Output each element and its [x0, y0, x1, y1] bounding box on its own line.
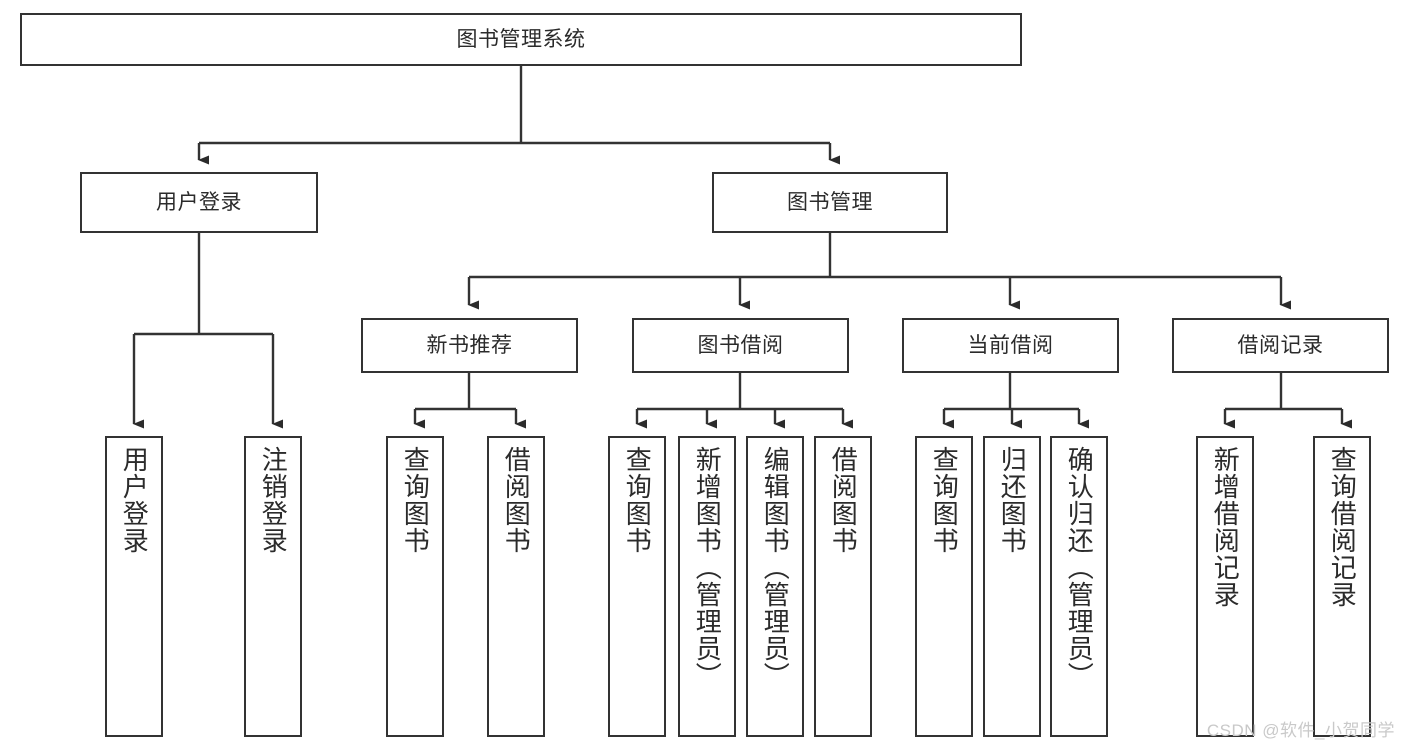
leaf-add-borrow-record-label: 新增借阅记录: [1210, 446, 1241, 608]
node-root[interactable]: 图书管理系统: [20, 13, 1022, 66]
leaf-query-book-recommend-label: 查询图书: [400, 446, 431, 554]
leaf-return-book[interactable]: 归还图书: [983, 436, 1041, 737]
leaf-borrow-book-recommend[interactable]: 借阅图书: [487, 436, 545, 737]
node-book-borrow[interactable]: 图书借阅: [632, 318, 849, 373]
node-borrow-record[interactable]: 借阅记录: [1172, 318, 1389, 373]
leaf-query-book-borrow-label: 查询图书: [622, 446, 653, 554]
leaf-add-book-admin[interactable]: 新增图书（管理员）: [678, 436, 736, 737]
leaf-add-borrow-record[interactable]: 新增借阅记录: [1196, 436, 1254, 737]
leaf-user-login-label: 用户登录: [119, 446, 150, 554]
node-user-login[interactable]: 用户登录: [80, 172, 318, 233]
node-book-management-label: 图书管理: [787, 190, 873, 214]
node-new-book-recommend-label: 新书推荐: [426, 333, 513, 357]
node-book-borrow-label: 图书借阅: [697, 333, 784, 357]
leaf-borrow-book-label: 借阅图书: [828, 446, 859, 554]
node-user-login-label: 用户登录: [156, 190, 242, 214]
leaf-query-book-current[interactable]: 查询图书: [915, 436, 973, 737]
leaf-edit-book-admin-label: 编辑图书（管理员）: [760, 446, 791, 689]
node-borrow-record-label: 借阅记录: [1237, 333, 1324, 357]
leaf-query-book-recommend[interactable]: 查询图书: [386, 436, 444, 737]
leaf-query-borrow-record[interactable]: 查询借阅记录: [1313, 436, 1371, 737]
node-current-borrow-label: 当前借阅: [967, 333, 1054, 357]
leaf-confirm-return-admin-label: 确认归还（管理员）: [1064, 446, 1095, 689]
leaf-logout[interactable]: 注销登录: [244, 436, 302, 737]
leaf-query-borrow-record-label: 查询借阅记录: [1327, 446, 1358, 608]
leaf-return-book-label: 归还图书: [997, 446, 1028, 554]
node-new-book-recommend[interactable]: 新书推荐: [361, 318, 578, 373]
leaf-query-book-current-label: 查询图书: [929, 446, 960, 554]
leaf-user-login[interactable]: 用户登录: [105, 436, 163, 737]
leaf-query-book-borrow[interactable]: 查询图书: [608, 436, 666, 737]
node-root-label: 图书管理系统: [456, 27, 586, 51]
node-book-management[interactable]: 图书管理: [712, 172, 948, 233]
csdn-watermark: CSDN @软件_小贺同学: [1206, 721, 1395, 740]
leaf-confirm-return-admin[interactable]: 确认归还（管理员）: [1050, 436, 1108, 737]
leaf-borrow-book-recommend-label: 借阅图书: [501, 446, 532, 554]
leaf-borrow-book[interactable]: 借阅图书: [814, 436, 872, 737]
leaf-add-book-admin-label: 新增图书（管理员）: [692, 446, 723, 689]
leaf-edit-book-admin[interactable]: 编辑图书（管理员）: [746, 436, 804, 737]
node-current-borrow[interactable]: 当前借阅: [902, 318, 1119, 373]
leaf-logout-label: 注销登录: [258, 446, 289, 554]
